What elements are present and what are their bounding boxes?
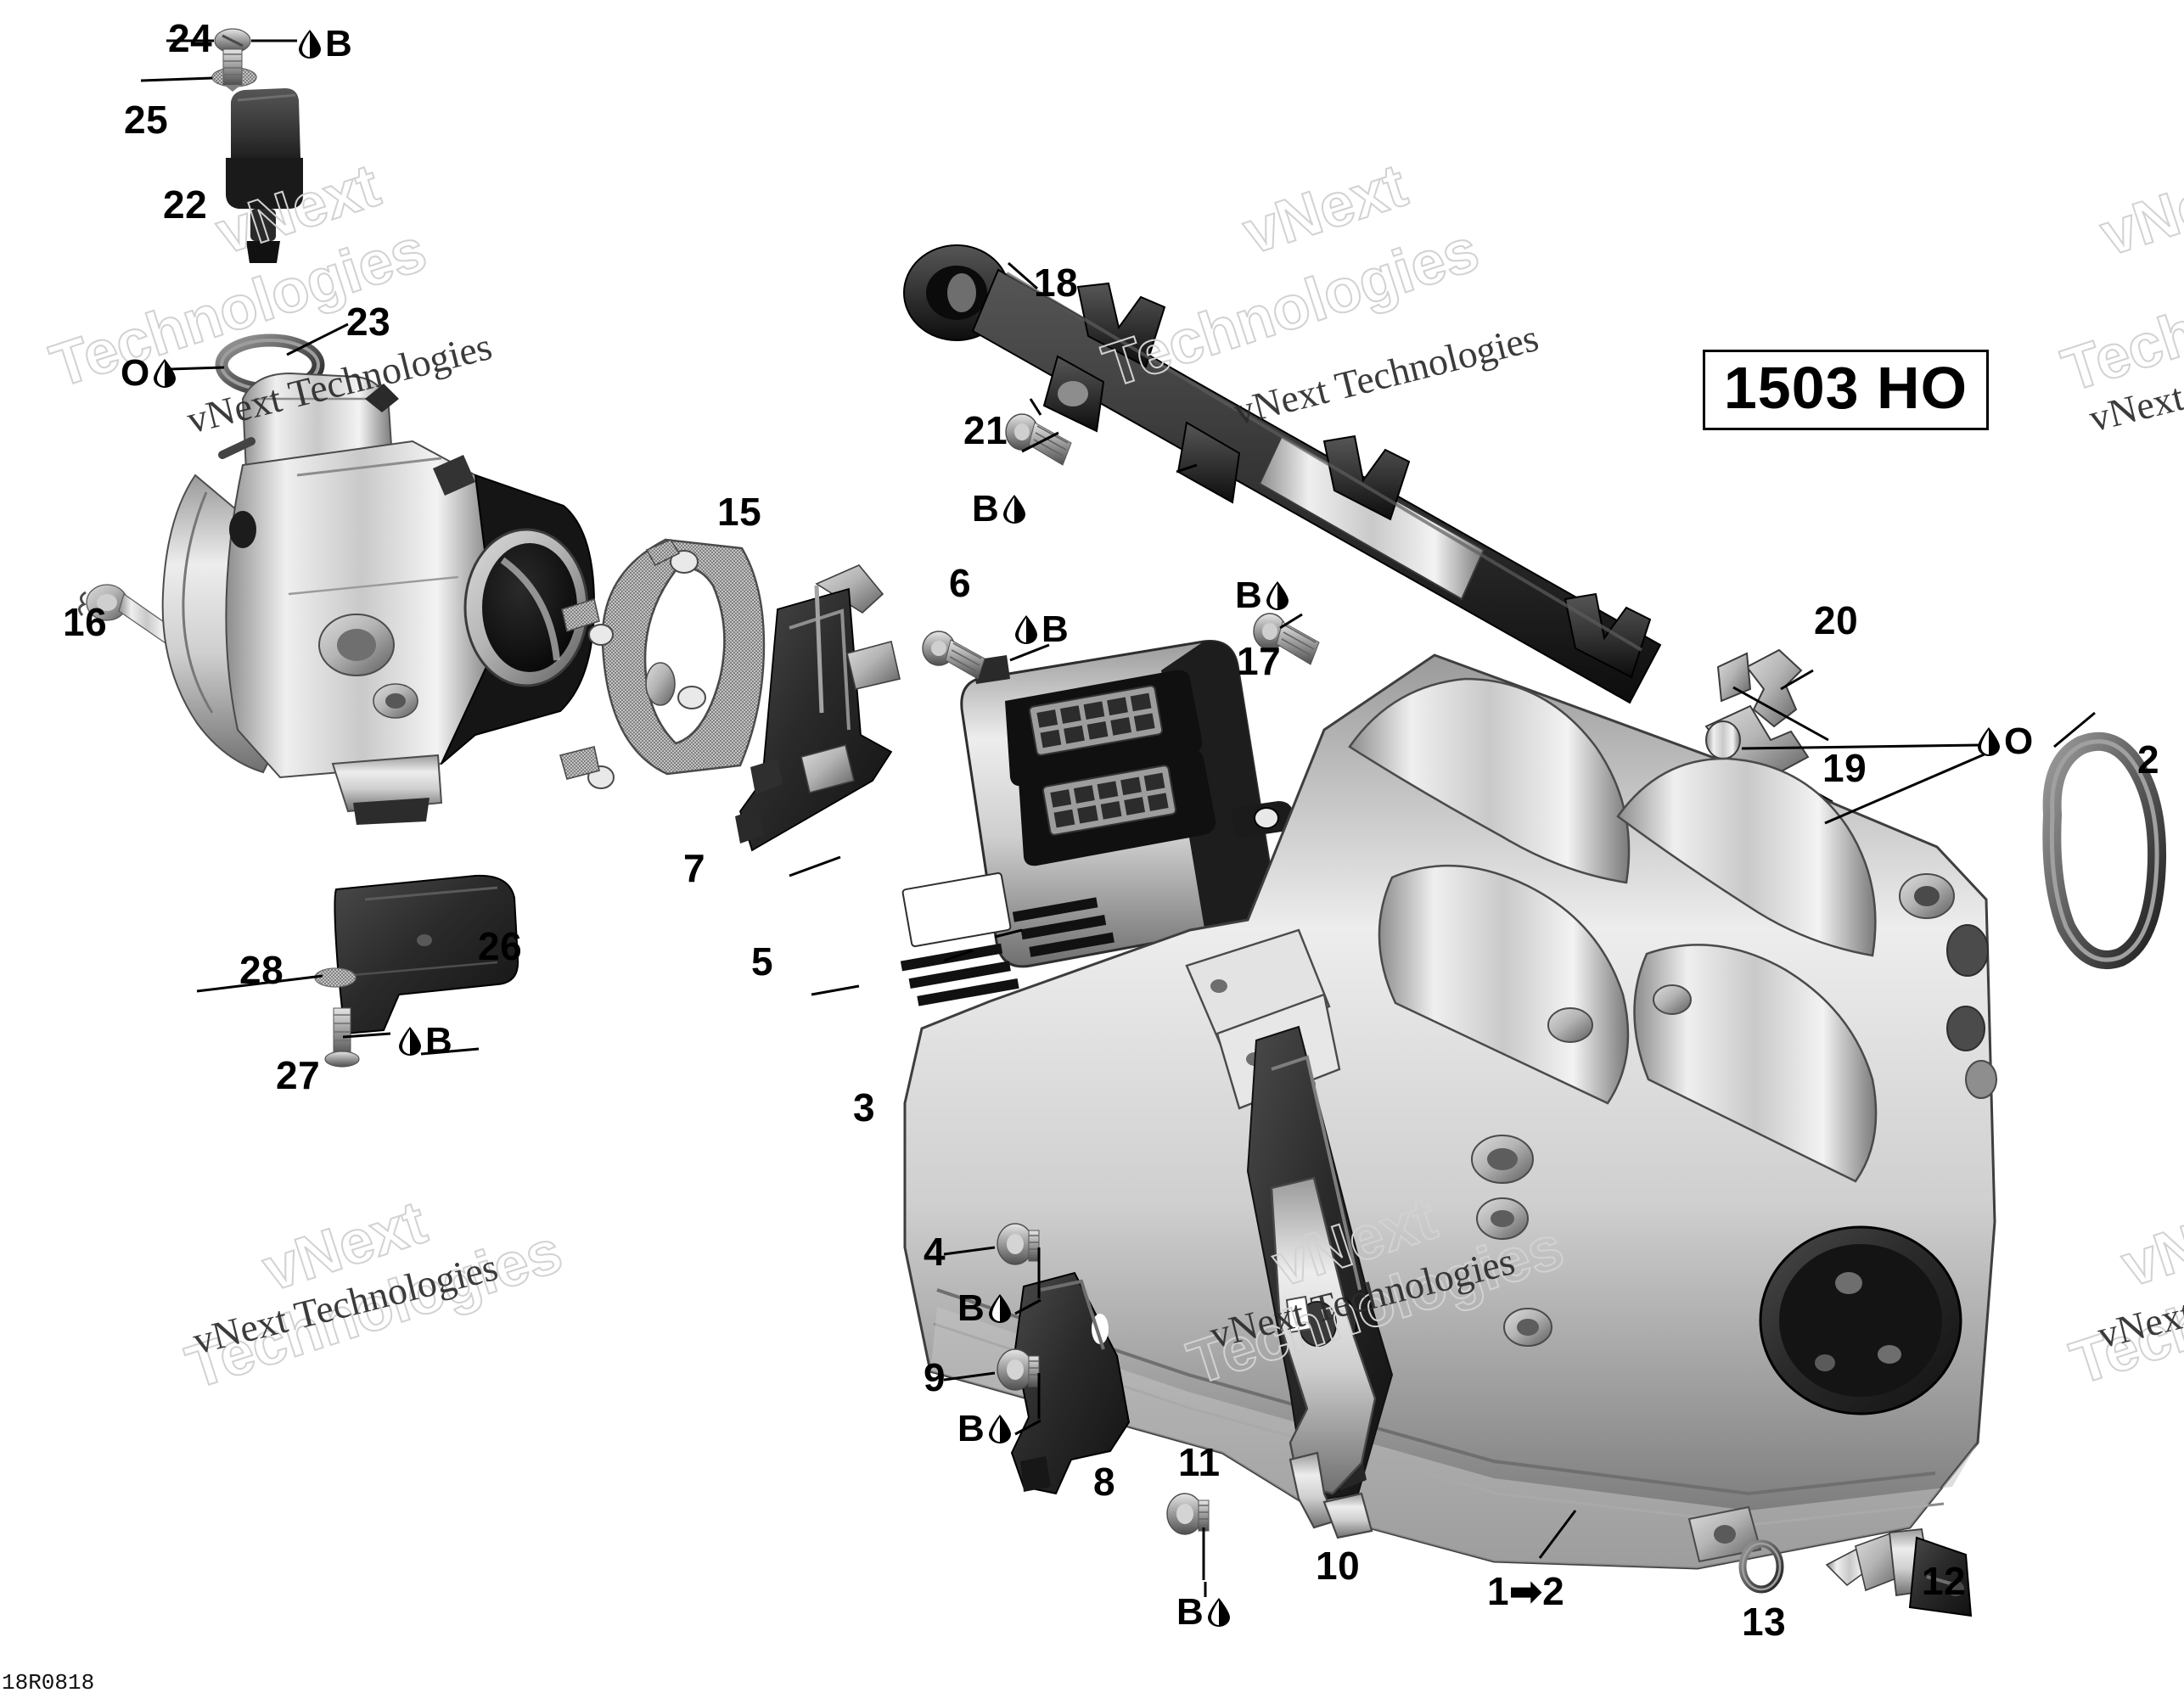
callout-7: 7 bbox=[683, 846, 706, 890]
droplet-icon bbox=[988, 1294, 1011, 1323]
callout-27: 27 bbox=[276, 1053, 321, 1097]
callout-11: 11 bbox=[1178, 1440, 1221, 1484]
callout-21: 21 bbox=[963, 408, 1008, 452]
throttle-body-casting bbox=[161, 372, 596, 825]
callout-12: 12 bbox=[1922, 1559, 1967, 1603]
callout-20: 20 bbox=[1814, 598, 1859, 642]
marker-b-screw-11: B bbox=[1176, 1594, 1230, 1631]
marker-o-injector-19: O bbox=[1978, 723, 2033, 760]
part-28-washer-cover bbox=[314, 967, 357, 988]
marker-o-oring-23: O bbox=[121, 352, 177, 394]
part-7-wiring-harness-bracket bbox=[735, 564, 901, 852]
part-12-temperature-sensor bbox=[1825, 1528, 1973, 1617]
droplet-icon bbox=[1015, 615, 1037, 644]
droplet-icon bbox=[1978, 727, 2000, 756]
marker-letter: B bbox=[1235, 575, 1262, 616]
part-22-throttle-position-sensor bbox=[226, 88, 303, 263]
marker-letter: B bbox=[957, 1408, 985, 1449]
marker-b-screw-4: B bbox=[957, 1290, 1011, 1327]
part-11-screw-support-arm bbox=[1166, 1493, 1210, 1535]
callout-4: 4 bbox=[924, 1230, 946, 1274]
droplet-icon bbox=[1002, 495, 1025, 524]
leader-lines bbox=[140, 39, 2096, 1559]
callout-24: 24 bbox=[168, 16, 213, 60]
part-13-o-ring-sensor bbox=[1738, 1539, 1784, 1594]
callout-5: 5 bbox=[751, 939, 774, 984]
marker-letter: B bbox=[325, 23, 352, 64]
droplet-icon bbox=[154, 359, 177, 388]
part-24-screw-tps bbox=[214, 28, 251, 92]
callout-3: 3 bbox=[853, 1085, 876, 1129]
callout-19: 19 bbox=[1822, 746, 1867, 790]
marker-letter: B bbox=[1176, 1591, 1204, 1633]
callout-25: 25 bbox=[124, 98, 169, 142]
part-21-screw-fuel-rail-front bbox=[1005, 413, 1072, 466]
marker-b-screw-27: B bbox=[399, 1023, 452, 1060]
marker-letter: B bbox=[957, 1287, 985, 1329]
part-10-manifold-support-arm bbox=[1270, 1176, 1377, 1539]
marker-b-screw-6: B bbox=[1015, 611, 1069, 648]
callout-23: 23 bbox=[346, 300, 391, 344]
part-9-screw-support-bracket bbox=[997, 1348, 1040, 1391]
callout-15: 15 bbox=[717, 490, 762, 534]
part-4-screw-ecm-upper bbox=[997, 1223, 1040, 1265]
marker-b-screw-9: B bbox=[957, 1410, 1011, 1448]
callout-17: 17 bbox=[1237, 639, 1282, 683]
marker-letter: B bbox=[425, 1020, 452, 1062]
leader-lines-thin bbox=[196, 974, 1207, 1597]
callout-9: 9 bbox=[924, 1355, 946, 1399]
callout-28: 28 bbox=[239, 948, 284, 992]
callout-22: 22 bbox=[163, 182, 208, 227]
marker-b-screw-17: B bbox=[1235, 577, 1289, 614]
droplet-icon bbox=[1207, 1598, 1230, 1627]
callout-10: 10 bbox=[1316, 1544, 1361, 1588]
part-8-support-bracket-black bbox=[1010, 1271, 1131, 1495]
marker-letter: B bbox=[1041, 608, 1069, 650]
callout-8: 8 bbox=[1093, 1460, 1116, 1504]
marker-letter: O bbox=[121, 352, 150, 394]
sheet-code: 18R0818 bbox=[2, 1670, 95, 1696]
callout-13: 13 bbox=[1742, 1600, 1787, 1644]
droplet-icon bbox=[299, 30, 321, 59]
part-26-throttle-body-cover bbox=[334, 874, 519, 1035]
callout-2: 2 bbox=[2137, 737, 2160, 782]
part-20-injector-retaining-clip bbox=[1716, 648, 1803, 728]
part-5-electronic-control-module bbox=[900, 640, 1294, 1114]
range-marker-1-to-2: 1➡2 bbox=[1487, 1569, 1565, 1613]
part-27-screw-cover bbox=[324, 1007, 360, 1068]
droplet-icon bbox=[988, 1415, 1011, 1443]
part-18-fuel-rail-assembly bbox=[903, 244, 1662, 704]
part-15-throttle-body-gasket bbox=[559, 538, 766, 789]
marker-b-screw-24: B bbox=[299, 25, 352, 63]
callout-16: 16 bbox=[63, 600, 108, 644]
marker-letter: B bbox=[972, 488, 999, 530]
engine-model-badge: 1503 HO bbox=[1702, 349, 1990, 430]
marker-b-screw-21: B bbox=[972, 490, 1025, 528]
droplet-icon bbox=[1266, 581, 1289, 610]
callout-18: 18 bbox=[1034, 261, 1079, 305]
callout-26: 26 bbox=[478, 924, 523, 968]
callout-6: 6 bbox=[949, 561, 972, 605]
marker-letter: O bbox=[2004, 720, 2034, 762]
droplet-icon bbox=[399, 1027, 421, 1056]
part-6-screw-hex-flange bbox=[922, 631, 985, 680]
part-2-o-ring-manifold bbox=[2042, 731, 2167, 970]
part-17-screw-fuel-rail-rear bbox=[1253, 613, 1320, 665]
